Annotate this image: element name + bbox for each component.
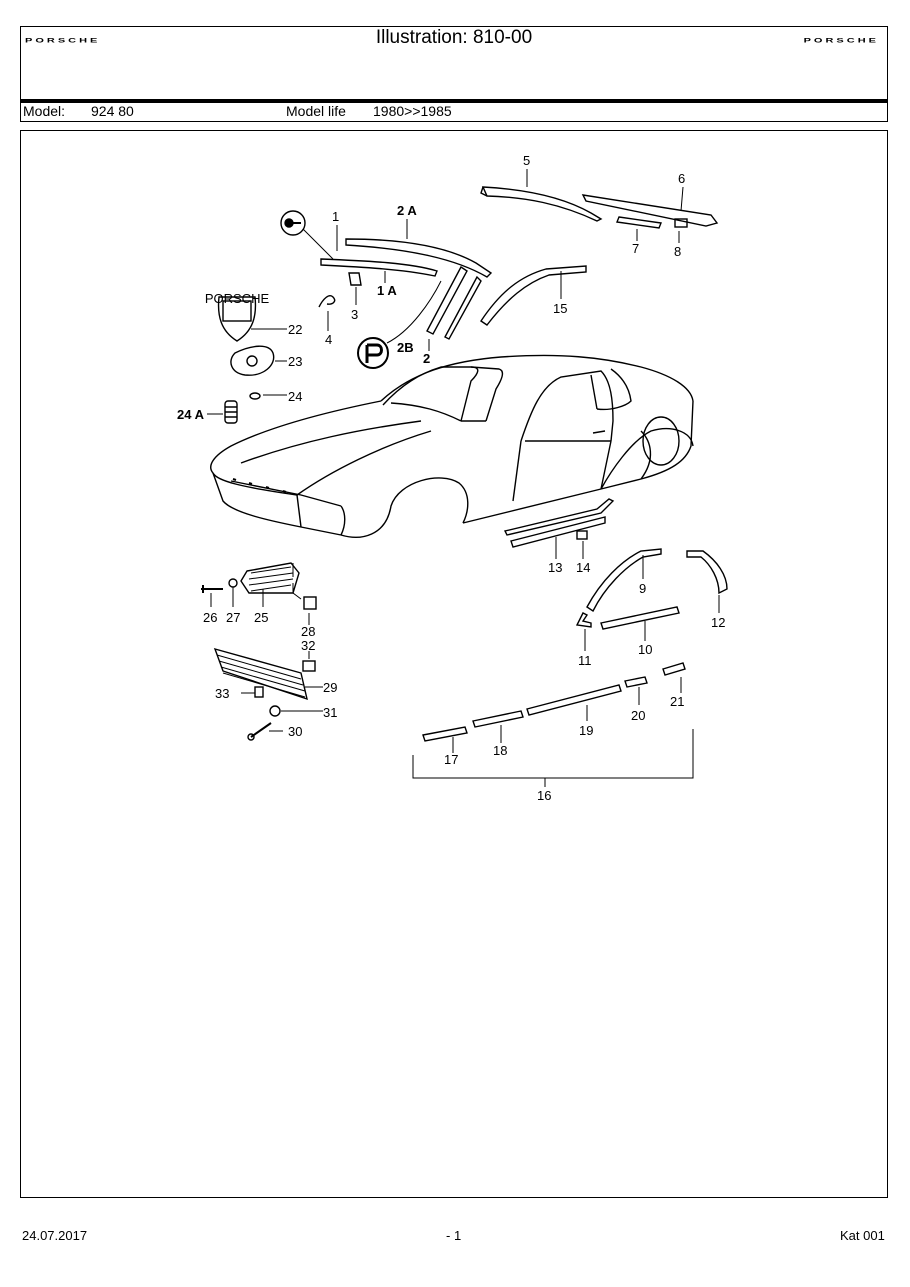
label-17: 17 bbox=[444, 752, 458, 767]
label-28: 28 bbox=[301, 624, 315, 639]
label-26: 26 bbox=[203, 610, 217, 625]
label-3: 3 bbox=[351, 307, 358, 322]
label-2a: 2 A bbox=[397, 203, 417, 218]
label-18: 18 bbox=[493, 743, 507, 758]
model-label: Model: bbox=[23, 103, 66, 119]
label-7: 7 bbox=[632, 241, 639, 256]
label-32: 32 bbox=[301, 638, 315, 653]
model-life-label: Model life bbox=[286, 103, 346, 119]
label-5: 5 bbox=[523, 153, 530, 168]
label-12: 12 bbox=[711, 615, 725, 630]
parts-diagram: PORSCHE bbox=[177, 153, 728, 803]
model-life-value: 1980>>1985 bbox=[373, 103, 452, 119]
label-15: 15 bbox=[553, 301, 567, 316]
label-24: 24 bbox=[288, 389, 302, 404]
label-33: 33 bbox=[215, 686, 229, 701]
footer-page: - 1 bbox=[446, 1228, 462, 1243]
badge-parts: PORSCHE bbox=[205, 291, 275, 424]
illustration-title: Illustration: 810-00 bbox=[375, 27, 533, 48]
porsche-logo-right: PORSCHE bbox=[803, 37, 879, 45]
diagram-frame: PORSCHE bbox=[20, 130, 888, 1198]
footer-date: 24.07.2017 bbox=[22, 1228, 88, 1243]
label-2: 2 bbox=[423, 351, 430, 366]
label-31: 31 bbox=[323, 705, 337, 720]
label-29: 29 bbox=[323, 680, 337, 695]
label-20: 20 bbox=[631, 708, 645, 723]
label-24a: 24 A bbox=[177, 407, 205, 422]
label-23: 23 bbox=[288, 354, 302, 369]
header-box: PORSCHE Illustration: 810-00 PORSCHE bbox=[20, 26, 888, 100]
label-1: 1 bbox=[332, 209, 339, 224]
label-1a: 1 A bbox=[377, 283, 397, 298]
label-14: 14 bbox=[576, 560, 590, 575]
label-4: 4 bbox=[325, 332, 332, 347]
footer-catalog: Kat 001 bbox=[840, 1228, 885, 1243]
label-2b: 2B bbox=[397, 340, 414, 355]
label-16: 16 bbox=[537, 788, 551, 803]
roof-trims bbox=[280, 186, 719, 369]
model-bar: Model: 924 80 Model life 1980>>1985 bbox=[20, 100, 888, 122]
label-27: 27 bbox=[226, 610, 240, 625]
side-trims bbox=[422, 498, 728, 742]
grille-parts bbox=[201, 562, 317, 741]
label-9: 9 bbox=[639, 581, 646, 596]
label-30: 30 bbox=[288, 724, 302, 739]
label-22: 22 bbox=[288, 322, 302, 337]
leader-lines bbox=[207, 169, 720, 787]
label-21: 21 bbox=[670, 694, 684, 709]
label-8: 8 bbox=[674, 244, 681, 259]
label-10: 10 bbox=[638, 642, 652, 657]
porsche-logo-left: PORSCHE bbox=[25, 37, 101, 45]
model-value: 924 80 bbox=[91, 103, 134, 119]
label-6: 6 bbox=[678, 171, 685, 186]
part-labels: 1 1 A 2 2 A 2B 3 4 5 6 7 8 9 10 11 12 13… bbox=[177, 153, 725, 803]
label-25: 25 bbox=[254, 610, 268, 625]
label-19: 19 bbox=[579, 723, 593, 738]
label-11: 11 bbox=[578, 653, 592, 668]
car-body bbox=[210, 354, 694, 538]
crest-text: PORSCHE bbox=[205, 291, 270, 306]
label-13: 13 bbox=[548, 560, 562, 575]
